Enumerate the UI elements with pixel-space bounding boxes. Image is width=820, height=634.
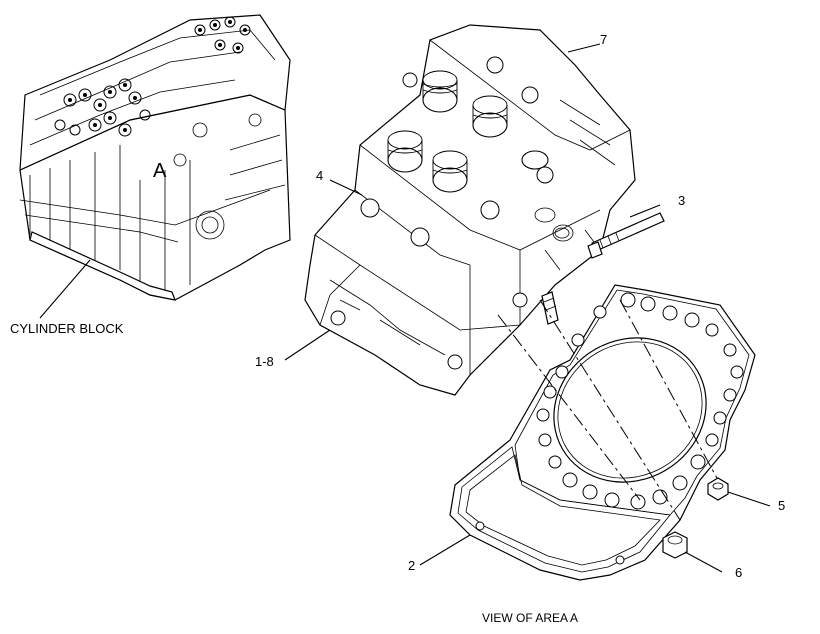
callout-5-leader [727,491,771,507]
callout-2-leader [419,534,471,566]
area-a-marker: A [153,160,167,182]
cylinder-block-illustration [19,14,291,301]
alignment-line-3 [619,299,719,481]
alignment-line-2 [539,299,681,521]
callout-3-leader [629,204,661,218]
callout-3: 3 [678,193,686,208]
callout-6: 6 [735,565,743,580]
callout-7-leader [567,43,601,53]
nut-6-illustration [662,531,688,559]
cylinder-block-leader [39,259,91,319]
callout-4: 4 [316,168,324,183]
callout-4-leader [329,179,363,196]
cylinder-head-illustration [304,24,636,396]
callout-1-8: 1-8 [255,354,274,369]
cylinder-block-label: CYLINDER BLOCK [10,321,124,336]
head-stud-illustration [541,291,559,325]
view-caption: VIEW OF AREA A [482,611,579,625]
callout-7: 7 [600,32,608,47]
gasket-holes [475,292,744,565]
callout-2: 2 [408,558,416,573]
gasket-2-illustration [449,284,756,581]
nut-5-illustration [707,477,729,501]
callout-6-leader [684,551,723,573]
alignment-line-1 [497,314,641,501]
callout-1-8-leader [284,329,331,361]
bolt-3-illustration [587,212,665,259]
callout-5: 5 [778,498,786,513]
